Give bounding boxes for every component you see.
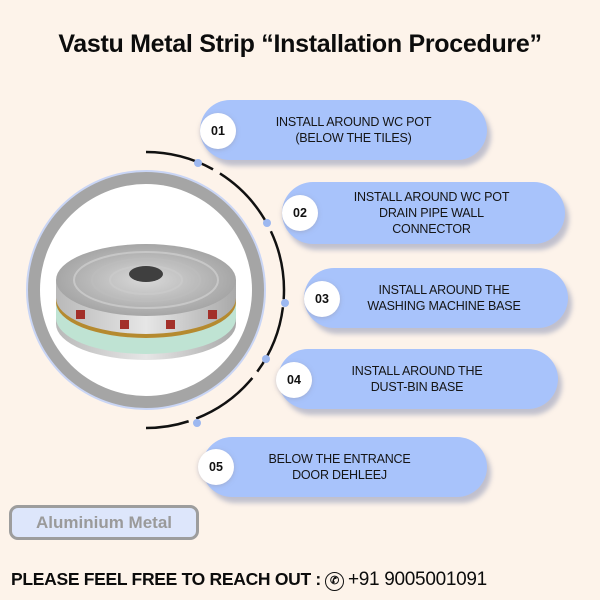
contact-footer: PLEASE FEEL FREE TO REACH OUT :✆+91 9005…	[11, 569, 487, 591]
step-text: INSTALL AROUND THE WASHING MACHINE BASE	[367, 283, 521, 313]
arc-dot	[193, 419, 201, 427]
phone-number[interactable]: +91 9005001091	[347, 569, 487, 590]
step-number-badge: 02	[282, 195, 318, 231]
product-image	[40, 184, 252, 396]
step-card-2: INSTALL AROUND WC POT DRAIN PIPE WALL CO…	[282, 182, 565, 244]
material-badge: Aluminium Metal	[9, 505, 199, 540]
arc-dot	[263, 219, 271, 227]
step-number-badge: 03	[304, 281, 340, 317]
contact-text: PLEASE FEEL FREE TO REACH OUT :	[11, 569, 321, 589]
arc-dot	[194, 159, 202, 167]
phone-icon: ✆	[324, 572, 344, 591]
step-card-3: INSTALL AROUND THE WASHING MACHINE BASE	[304, 268, 568, 328]
metal-coil-icon	[56, 244, 236, 360]
step-number-badge: 01	[200, 113, 236, 149]
step-text: INSTALL AROUND WC POT DRAIN PIPE WALL CO…	[353, 190, 510, 236]
step-card-1: INSTALL AROUND WC POT (BELOW THE TILES)	[200, 100, 487, 160]
decorative-arc	[145, 150, 289, 430]
step-card-5: BELOW THE ENTRANCE DOOR DEHLEEJ	[202, 437, 487, 497]
arc-dot	[262, 355, 270, 363]
page-title: Vastu Metal Strip “Installation Procedur…	[58, 30, 542, 58]
arc-dot	[281, 299, 289, 307]
step-text: INSTALL AROUND THE DUST-BIN BASE	[351, 364, 483, 394]
product-frame	[28, 172, 264, 408]
step-number-badge: 05	[198, 449, 234, 485]
step-number-badge: 04	[276, 362, 312, 398]
step-card-4: INSTALL AROUND THE DUST-BIN BASE	[278, 349, 558, 409]
step-text: INSTALL AROUND WC POT (BELOW THE TILES)	[275, 115, 432, 145]
step-text: BELOW THE ENTRANCE DOOR DEHLEEJ	[268, 452, 411, 482]
